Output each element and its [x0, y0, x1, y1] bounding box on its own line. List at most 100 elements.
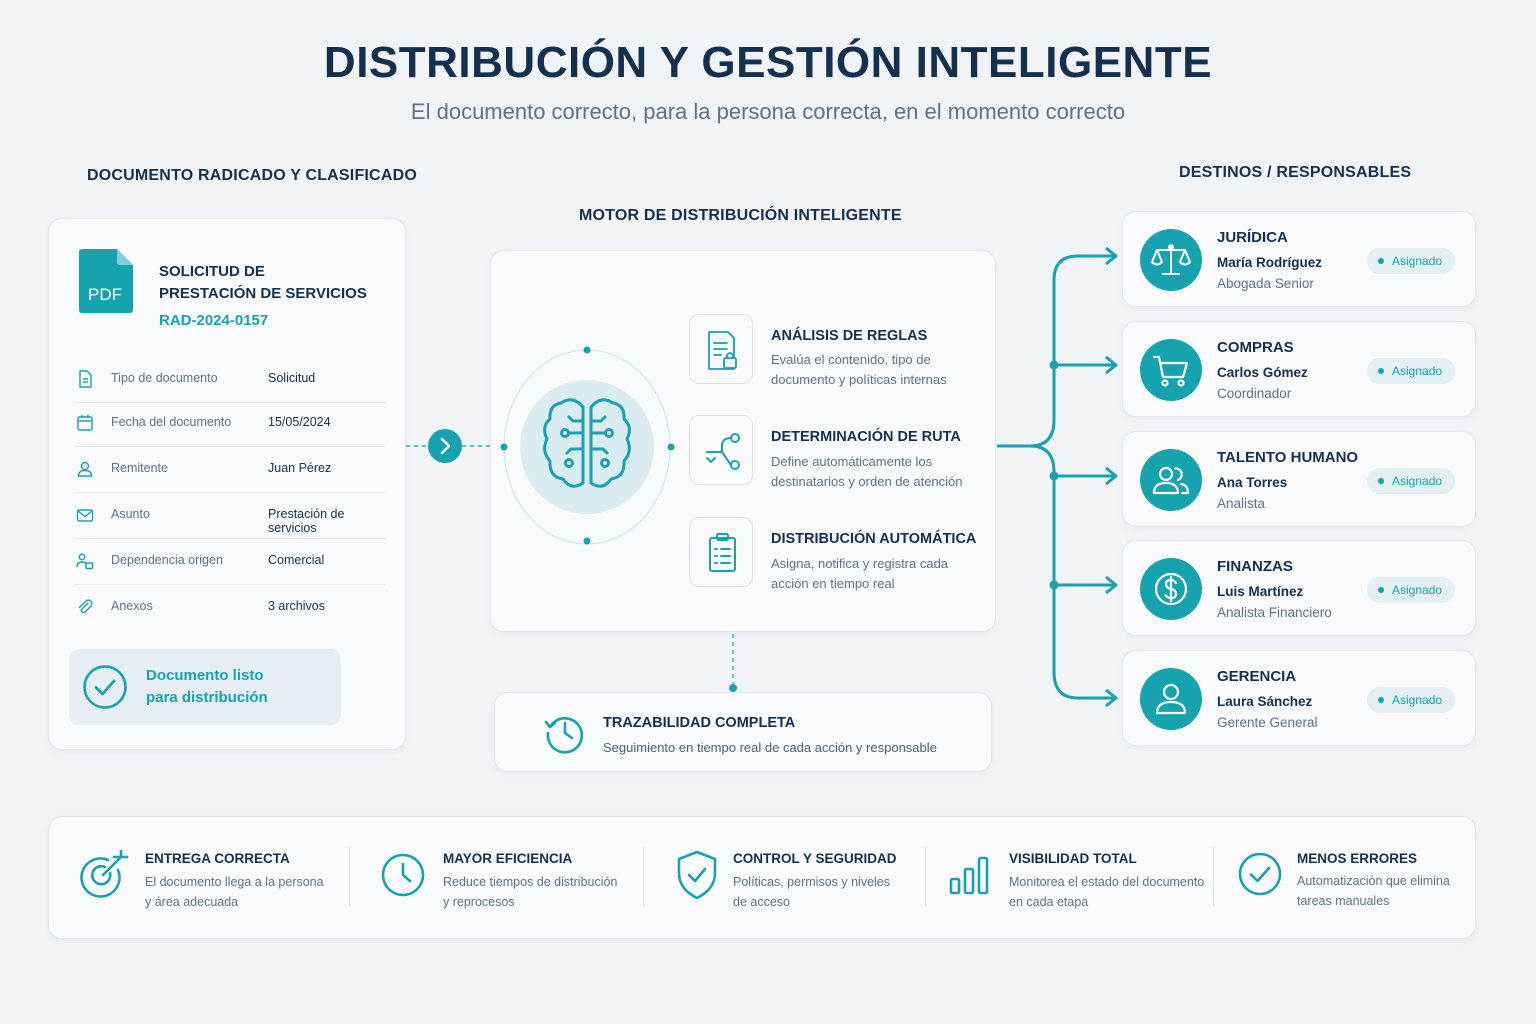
benefit-description-line: de acceso: [733, 895, 790, 909]
file-type-label: PDF: [88, 285, 122, 304]
shield-check-icon: [677, 850, 717, 900]
benefit-title: VISIBILIDAD TOTAL: [1009, 851, 1137, 866]
status-badge-label: Asignado: [1392, 254, 1443, 268]
traceability-card: TRAZABILIDAD COMPLETA Seguimiento en tie…: [494, 692, 992, 772]
meta-label: Remitente: [111, 461, 168, 475]
destination-person: Carlos Gómez: [1217, 365, 1308, 380]
dollar-icon: [1154, 572, 1188, 606]
meta-value: 3 archivos: [268, 599, 325, 613]
rules-document-icon: [708, 331, 737, 370]
meta-row-subject: Asunto Prestación de servicios: [75, 493, 385, 539]
destination-person: Ana Torres: [1217, 475, 1288, 490]
status-badge: Asignado: [1367, 687, 1455, 713]
destination-name: JURÍDICA: [1217, 229, 1288, 246]
ready-status-box: Documento listo para distribución: [69, 649, 341, 725]
destination-card-compras[interactable]: COMPRAS Carlos Gómez Coordinador Asignad…: [1122, 321, 1476, 417]
benefit-divider: [925, 847, 926, 907]
destination-icon-circle: [1140, 449, 1202, 511]
meta-value: Prestación de servicios: [268, 507, 345, 535]
status-dot: [1378, 697, 1384, 703]
destination-icon-circle: [1140, 229, 1202, 291]
status-dot: [1378, 478, 1384, 484]
destination-card-gerencia[interactable]: GERENCIA Laura Sánchez Gerente General A…: [1122, 650, 1476, 746]
benefit-description-line: Automatización que elimina: [1297, 874, 1450, 888]
benefit-description: Automatización que elimina tareas manual…: [1297, 871, 1450, 911]
status-badge: Asignado: [1367, 577, 1455, 603]
route-icon: [706, 433, 740, 470]
ready-status-text: Documento listo para distribución: [146, 665, 268, 709]
step-description: Define automáticamente los destinatarios…: [771, 452, 981, 492]
status-badge: Asignado: [1367, 468, 1455, 494]
benefit-title: ENTREGA CORRECTA: [145, 851, 290, 866]
benefit-description-line: Monitorea el estado del documento: [1009, 875, 1205, 889]
meta-label: Anexos: [111, 599, 153, 613]
benefit-divider: [1213, 847, 1214, 907]
calendar-icon: [77, 415, 93, 431]
document-icon: [79, 370, 92, 388]
document-title: SOLICITUD DE PRESTACIÓN DE SERVICIOS: [159, 261, 389, 305]
traceability-title: TRAZABILIDAD COMPLETA: [603, 715, 796, 731]
check-circle-icon: [83, 665, 127, 709]
benefit-divider: [349, 847, 350, 907]
destination-card-juridica[interactable]: JURÍDICA María Rodríguez Abogada Senior …: [1122, 211, 1476, 307]
destination-card-finanzas[interactable]: FINANZAS Luis Martínez Analista Financie…: [1122, 540, 1476, 636]
destinations-section-title: DESTINOS / RESPONSABLES: [1179, 164, 1412, 181]
step-description-line: Define automáticamente los: [771, 454, 933, 469]
meta-label: Asunto: [111, 507, 150, 521]
meta-row-department: Dependencia origen Comercial: [75, 539, 385, 585]
meta-row-type: Tipo de documento Solicitud: [75, 357, 385, 403]
brain-icon: [543, 398, 631, 488]
step-description: Asigna, notifica y registra cada acción …: [771, 554, 981, 594]
destination-icon-circle: [1140, 668, 1202, 730]
meta-label: Tipo de documento: [111, 371, 218, 385]
benefit-divider: [643, 847, 644, 907]
benefit-description-line: Políticas, permisos y niveles: [733, 875, 891, 889]
step-description-line: destinatarios y orden de atención: [771, 474, 963, 489]
attachment-icon: [78, 599, 93, 614]
benefit-title: MAYOR EFICIENCIA: [443, 851, 573, 866]
step-description: Evalúa el contenido, tipo de documento y…: [771, 350, 981, 390]
cart-icon: [1152, 355, 1189, 387]
step-description-line: documento y políticas internas: [771, 372, 947, 387]
bar-chart-icon: [949, 856, 989, 895]
ready-line: para distribución: [146, 689, 268, 706]
benefits-bar: ENTREGA CORRECTA El documento llega a la…: [48, 816, 1476, 939]
ready-line: Documento listo: [146, 667, 264, 684]
engine-card: ANÁLISIS DE REGLAS Evalúa el contenido, …: [490, 250, 996, 632]
check-circle-icon: [1238, 852, 1282, 896]
step-title: ANÁLISIS DE REGLAS: [771, 328, 928, 344]
benefit-title: CONTROL Y SEGURIDAD: [733, 851, 897, 866]
benefit-description: Políticas, permisos y niveles de acceso: [733, 872, 890, 912]
target-icon: [80, 849, 129, 898]
destination-person: Laura Sánchez: [1217, 694, 1313, 709]
destination-role: Analista Financiero: [1217, 605, 1332, 620]
step-title: DETERMINACIÓN DE RUTA: [771, 429, 961, 445]
status-badge-label: Asignado: [1392, 364, 1443, 378]
destination-role: Analista: [1217, 496, 1266, 511]
destination-icon-circle: [1140, 339, 1202, 401]
flow-arrow-button[interactable]: [428, 429, 462, 463]
meta-label: Fecha del documento: [111, 415, 232, 429]
status-badge-label: Asignado: [1392, 693, 1443, 707]
destination-person: Luis Martínez: [1217, 584, 1304, 599]
clock-icon: [544, 717, 584, 754]
benefit-description: Reduce tiempos de distribución y reproce…: [443, 872, 617, 912]
status-badge-label: Asignado: [1392, 583, 1443, 597]
destination-role: Coordinador: [1217, 386, 1292, 401]
department-icon: [76, 553, 94, 570]
traceability-description: Seguimiento en tiempo real de cada acció…: [603, 740, 937, 755]
benefit-description: Monitorea el estado del documento en cad…: [1009, 872, 1204, 912]
status-dot: [1378, 587, 1384, 593]
benefit-title: MENOS ERRORES: [1297, 851, 1418, 866]
team-icon: [1152, 466, 1190, 495]
destination-card-talento-humano[interactable]: TALENTO HUMANO Ana Torres Analista Asign…: [1122, 431, 1476, 527]
step-route-icon-box: [689, 415, 753, 485]
benefit-description-line: en cada etapa: [1009, 895, 1089, 909]
step-description-line: acción en tiempo real: [771, 576, 895, 591]
clock-icon: [381, 853, 425, 897]
destination-name: COMPRAS: [1217, 339, 1294, 356]
chevron-right-icon: [440, 437, 451, 455]
ai-brain-graphic: [500, 346, 675, 545]
mail-icon: [76, 509, 94, 522]
meta-value: Juan Pérez: [268, 461, 332, 475]
